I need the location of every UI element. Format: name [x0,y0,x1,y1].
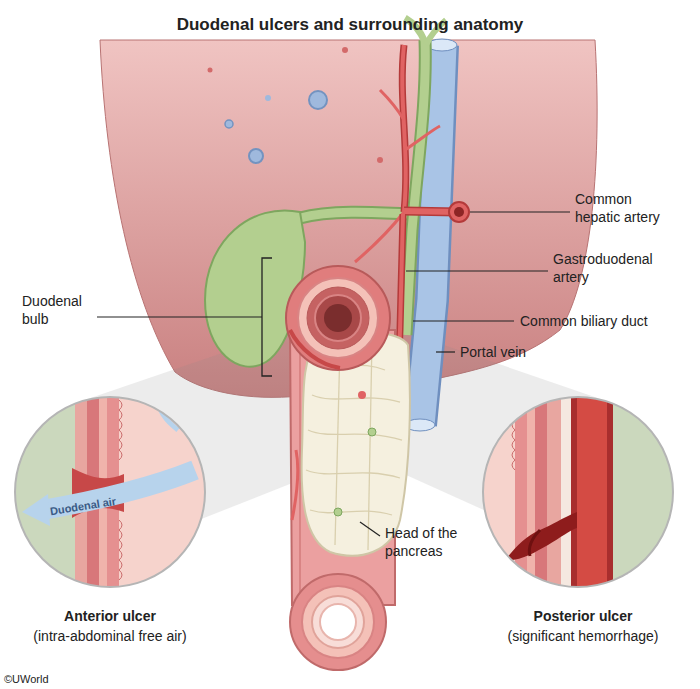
copyright-note: ©UWorld [4,672,49,686]
inset-circle: Duodenal airAnterior ulcer(intra-abdomin… [10,395,210,650]
inset-heading: Anterior ulcer [10,607,210,625]
inset-heading: Posterior ulcer [478,607,688,625]
part-label: Gastroduodenal artery [553,250,668,286]
inset-subheading: (significant hemorrhage) [473,627,693,645]
part-label: Head of the pancreas [385,524,473,560]
inset-subheading: (intra-abdominal free air) [5,627,215,645]
part-label: Portal vein [460,343,526,361]
part-label: Duodenal bulb [22,292,94,328]
diagram-title: Duodenal ulcers and surrounding anatomy [0,14,700,36]
part-label: Common hepatic artery [575,190,672,226]
air-label: Duodenal air [37,492,128,520]
part-label: Common biliary duct [520,312,648,330]
inset-circle: Posterior ulcer(significant hemorrhage) [478,395,678,650]
